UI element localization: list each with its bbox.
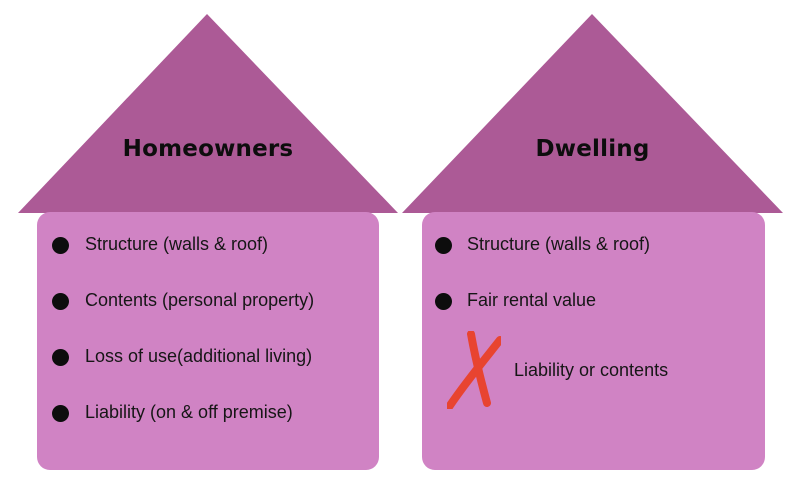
list-item-label: Loss of use(additional living) — [85, 345, 313, 366]
left-house-body: Structure (walls & roof) Contents (perso… — [37, 212, 379, 470]
right-house-item-list: Structure (walls & roof) Fair rental val… — [422, 212, 765, 328]
left-house-item-list: Structure (walls & roof) Contents (perso… — [37, 212, 379, 440]
excluded-item-label: Liability or contents — [514, 359, 669, 380]
bullet-icon — [52, 237, 69, 254]
right-roof-triangle — [402, 14, 783, 213]
list-item: Contents (personal property) — [52, 272, 379, 328]
excluded-item: Liability or contents — [447, 330, 668, 410]
list-item: Fair rental value — [435, 272, 765, 328]
list-item-label: Contents (personal property) — [85, 289, 315, 310]
right-house-title: Dwelling — [535, 136, 650, 162]
list-item: Structure (walls & roof) — [435, 216, 765, 272]
list-item-label: Fair rental value — [467, 289, 597, 310]
list-item-label: Structure (walls & roof) — [85, 233, 269, 254]
bullet-icon — [52, 405, 69, 422]
left-house-title: Homeowners — [122, 136, 294, 162]
x-mark-icon — [447, 331, 501, 409]
list-item: Liability (on & off premise) — [52, 384, 379, 440]
left-roof-triangle — [18, 14, 398, 213]
list-item-label: Structure (walls & roof) — [467, 233, 651, 254]
list-item: Loss of use(additional living) — [52, 328, 379, 384]
list-item: Structure (walls & roof) — [52, 216, 379, 272]
right-house-body: Structure (walls & roof) Fair rental val… — [422, 212, 765, 470]
bullet-icon — [435, 293, 452, 310]
bullet-icon — [52, 293, 69, 310]
bullet-icon — [52, 349, 69, 366]
list-item-label: Liability (on & off premise) — [85, 401, 293, 422]
bullet-icon — [435, 237, 452, 254]
